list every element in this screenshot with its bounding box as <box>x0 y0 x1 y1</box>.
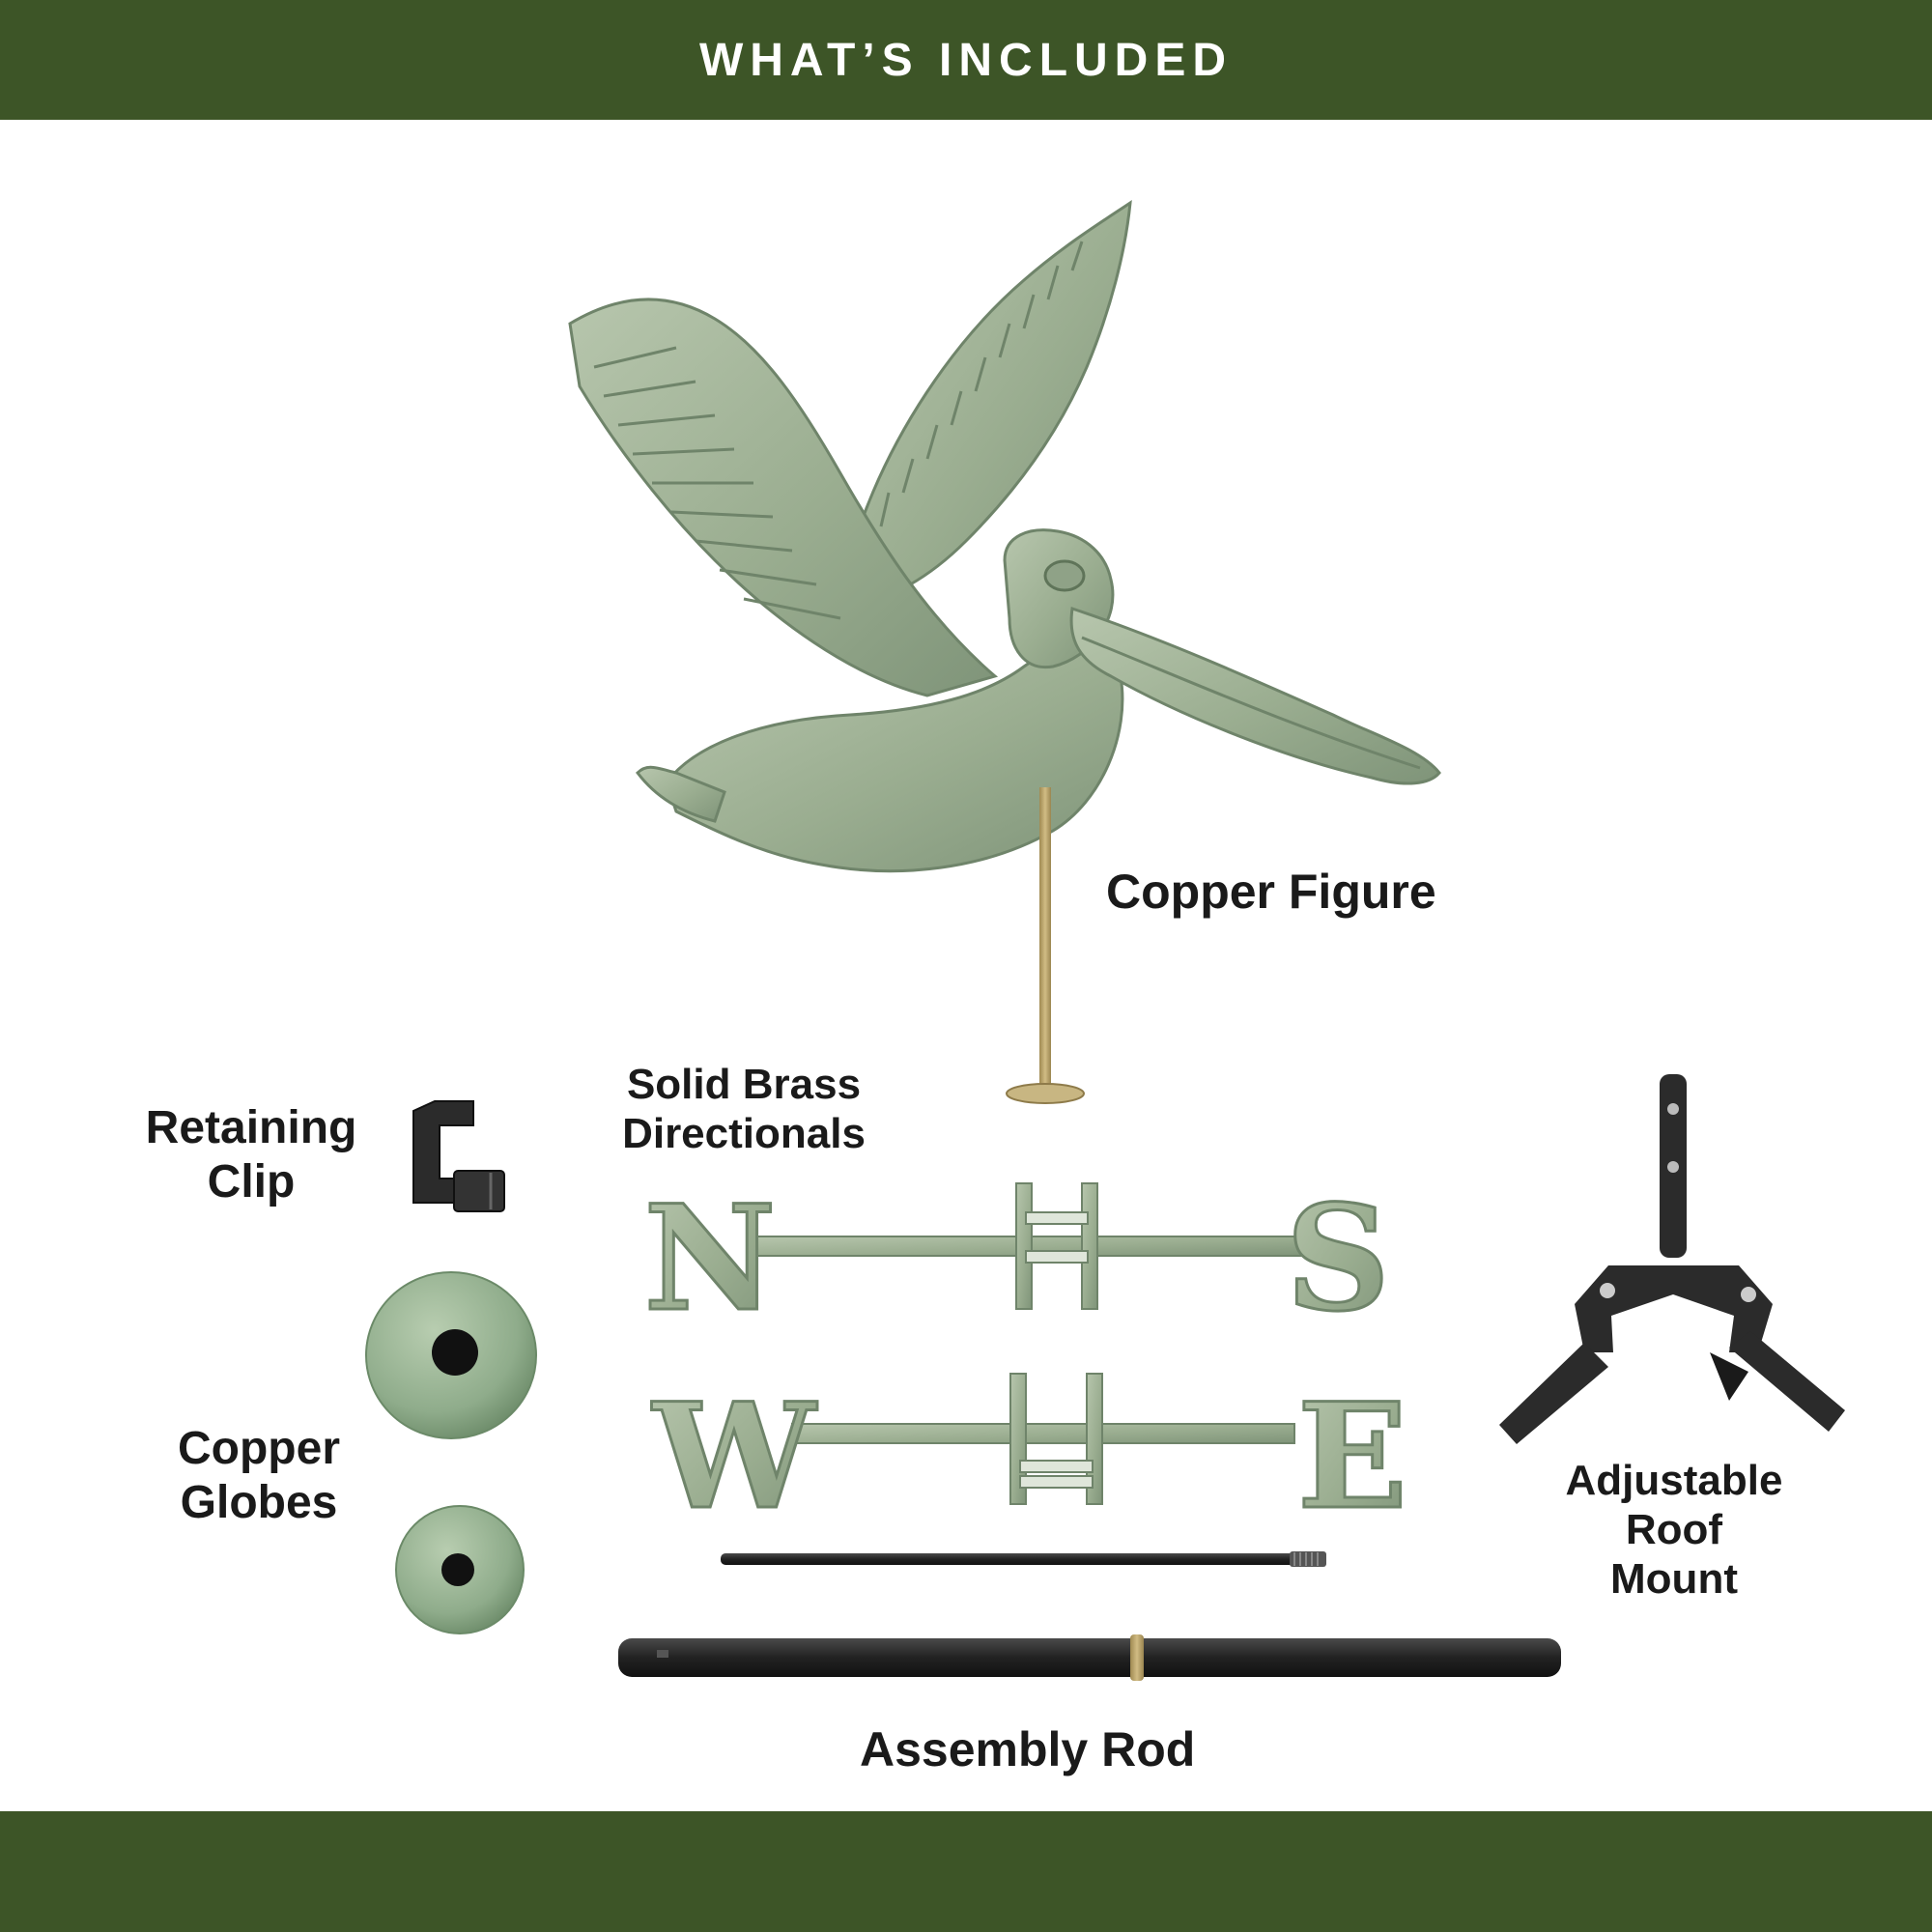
directional-ns-icon: N S <box>642 1173 1392 1346</box>
label-adjustable-roof-mount: Adjustable Roof Mount <box>1565 1457 1783 1604</box>
copper-globe-small-icon <box>395 1505 525 1634</box>
pelican-figure-icon <box>568 199 1441 1104</box>
directional-letter-n: N <box>643 1174 776 1344</box>
label-solid-brass-directionals: Solid Brass Directionals <box>622 1061 866 1158</box>
directional-letter-w: W <box>651 1372 818 1542</box>
copper-globe-large-icon <box>365 1271 537 1439</box>
directional-letter-e: E <box>1297 1372 1407 1542</box>
label-copper-globes: Copper Globes <box>178 1423 340 1528</box>
header-title: WHAT’S INCLUDED <box>698 34 1234 86</box>
retaining-clip-icon <box>412 1100 505 1212</box>
threaded-rod-icon <box>721 1551 1326 1567</box>
directional-we-icon: W E <box>649 1371 1408 1544</box>
label-retaining-clip: Retaining Clip <box>145 1102 357 1208</box>
directional-letter-s: S <box>1286 1174 1390 1344</box>
footer-band <box>0 1811 1932 1932</box>
label-copper-figure: Copper Figure <box>1106 865 1436 919</box>
assembly-rod-icon <box>618 1634 1561 1681</box>
label-assembly-rod: Assembly Rod <box>860 1722 1196 1776</box>
header-band: WHAT’S INCLUDED <box>0 0 1932 120</box>
roof-mount-icon <box>1499 1074 1845 1444</box>
